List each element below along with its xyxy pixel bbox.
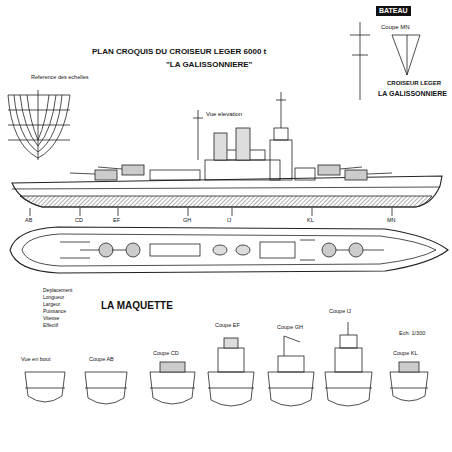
section-mark: AB <box>24 217 33 223</box>
view-label: Vue elevation <box>205 111 243 118</box>
publisher-logo: BATEAU <box>376 6 411 16</box>
side-title: CROISEUR LEGER <box>386 80 442 87</box>
section-mark: IJ <box>226 217 232 223</box>
section-mark: EF <box>112 217 121 223</box>
section-label: Coupe MN <box>380 24 411 31</box>
model-title: LA MAQUETTE <box>100 300 174 311</box>
spec-line: Effectif <box>42 323 59 329</box>
spec-line: Deplacement <box>42 288 73 294</box>
spec-line: Vitesse <box>42 316 60 322</box>
plan-title: PLAN CROQUIS DU CROISEUR LEGER 6000 t <box>92 48 266 57</box>
section-mark: GH <box>182 217 192 223</box>
ship-name: "LA GALISSONNIERE" <box>165 61 253 70</box>
spec-line: Puissance <box>42 309 67 315</box>
scale-note: Reference des echelles <box>30 74 89 80</box>
section-mark: KL <box>306 217 315 223</box>
side-title: LA GALISSONNIERE <box>377 90 448 98</box>
section-label: Coupe CD <box>152 350 180 356</box>
section-label: Coupe GH <box>276 324 304 330</box>
section-label: Coupe KL <box>392 350 418 356</box>
section-label: Coupe AB <box>88 356 115 362</box>
section-label: Vue en bout <box>20 356 51 362</box>
section-mark: MN <box>386 217 397 223</box>
section-mark: CD <box>74 217 84 223</box>
section-label: Coupe EF <box>214 322 241 328</box>
spec-line: Largeur <box>42 302 61 308</box>
scale-label: Ech: 1/300 <box>398 330 426 336</box>
spec-line: Longueur <box>42 295 65 301</box>
section-label: Coupe IJ <box>328 308 352 314</box>
